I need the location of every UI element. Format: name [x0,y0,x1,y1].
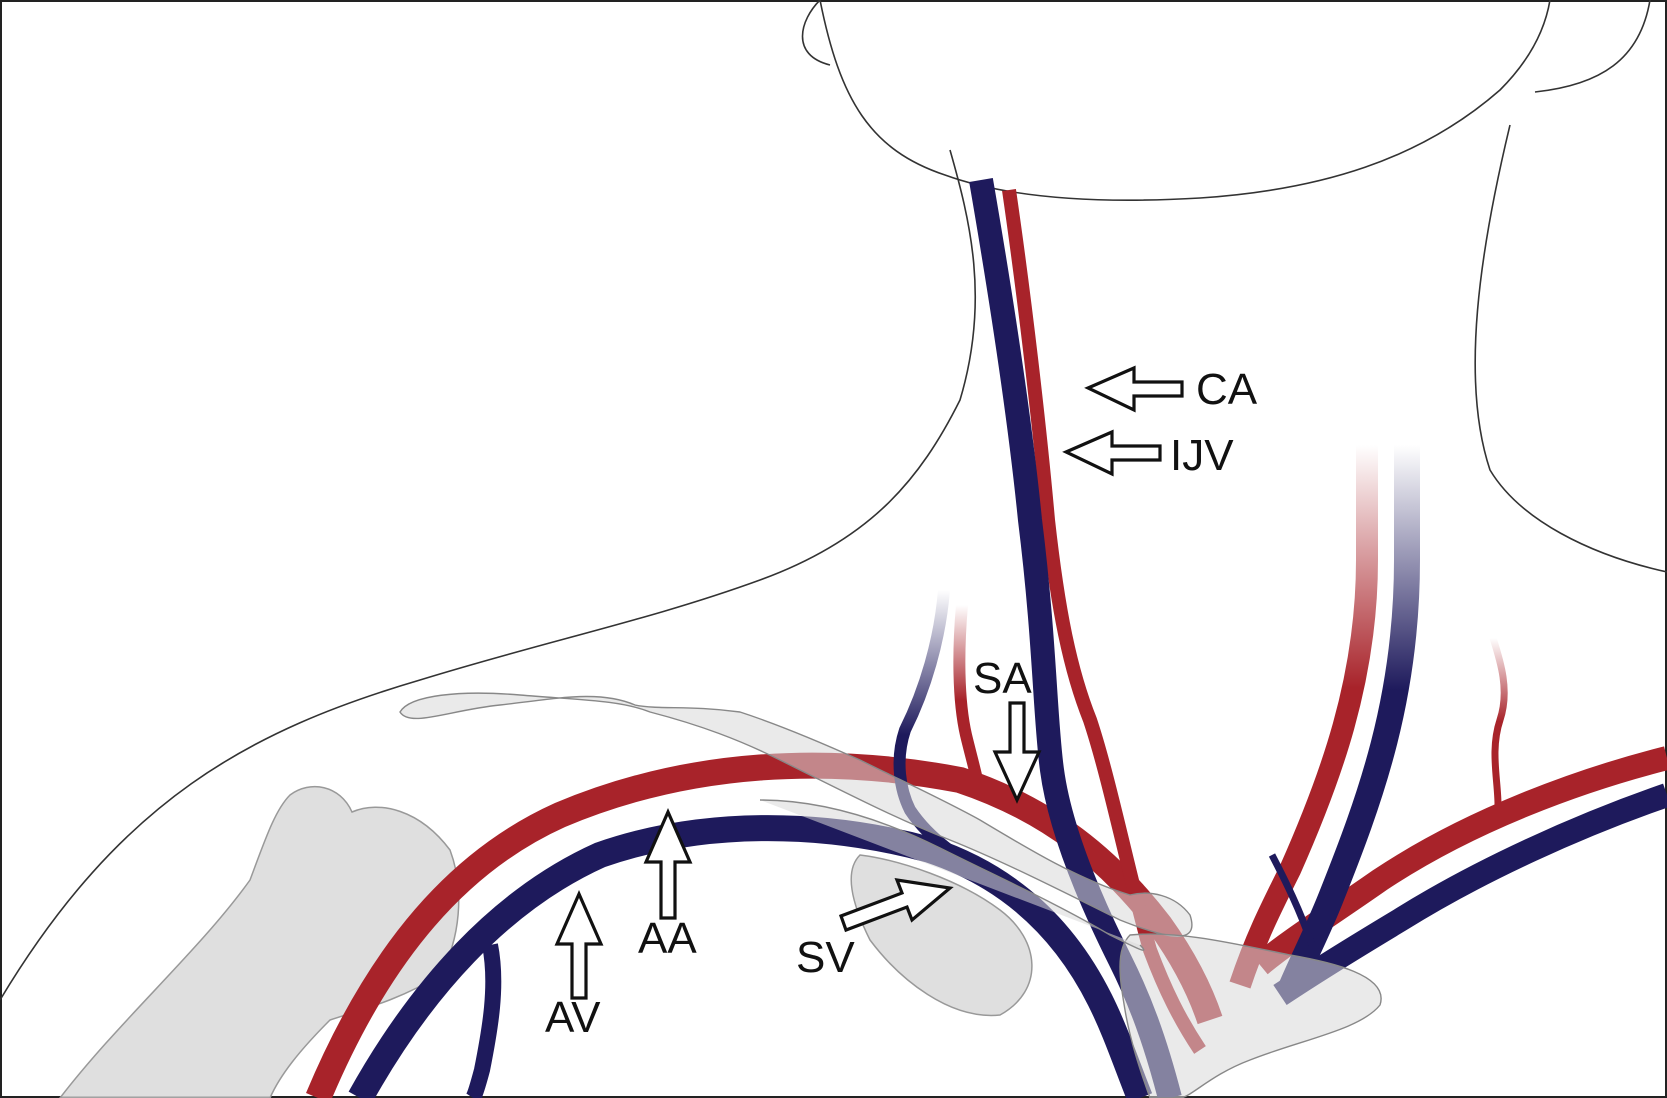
right-carotid-artery [1229,445,1378,989]
right-small-artery [1489,636,1508,806]
suprascapular-artery [953,604,986,796]
labels: CA IJV SA SV AA AV [545,365,1258,1042]
left-ear [801,0,831,66]
label-ijv: IJV [1170,431,1234,480]
label-sa: SA [973,654,1032,703]
clavicles [399,692,1382,1098]
arrow-left-icon [1062,429,1162,477]
arrow-up-icon [643,808,693,920]
right-jugular-vein [1278,445,1420,996]
right-vessels [1229,445,1667,1005]
label-ca: CA [1196,365,1258,414]
suprascapular-vein [893,589,1003,886]
right-ear [1534,0,1651,93]
neck-left-line [0,149,977,1001]
arrow-down-icon [992,701,1042,804]
left-clavicle-lower [759,799,1145,951]
label-av: AV [545,993,601,1042]
arrow-diagonal-icon [838,878,954,933]
label-sv: SV [796,933,855,982]
cephalic-vein [465,943,502,1098]
label-aa: AA [638,914,697,963]
body-outline [0,0,1667,1001]
right-subclavian-artery [1252,746,1667,975]
pointer-arrows [554,365,1184,1000]
neck-right-line [1474,124,1667,573]
arrow-up-icon [554,890,604,1000]
arrow-left-icon [1084,365,1184,413]
left-clavicle [399,692,1193,937]
right-small-vein [1268,853,1316,947]
sternum-bone [1119,933,1382,1098]
head-outline [819,0,1551,202]
